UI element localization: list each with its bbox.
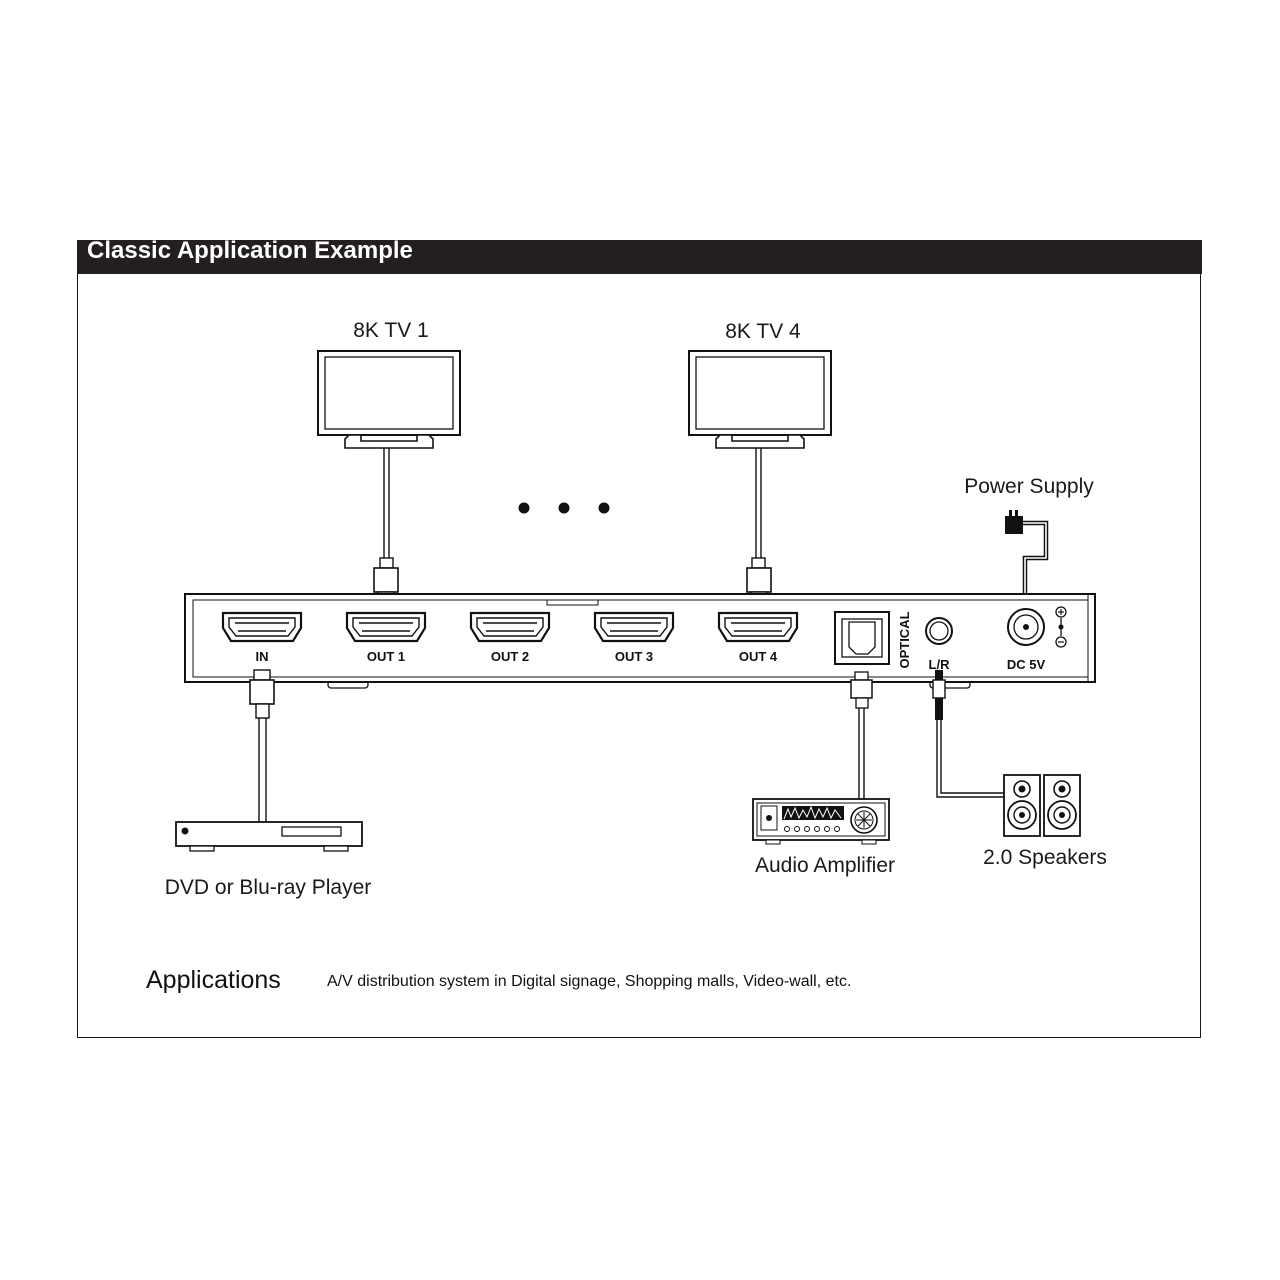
hdmi-cable-out1 — [373, 448, 399, 605]
hdmi-cable-out4 — [746, 448, 772, 605]
port-label-out4: OUT 4 — [739, 649, 778, 664]
speaker-icon — [1003, 774, 1041, 837]
source-label: DVD or Blu-ray Player — [165, 876, 372, 899]
power-supply-label: Power Supply — [964, 475, 1094, 498]
speakers-label: 2.0 Speakers — [983, 846, 1107, 869]
tv-icon — [688, 350, 832, 449]
power-adapter-icon — [1005, 510, 1049, 607]
applications-text: A/V distribution system in Digital signa… — [327, 973, 852, 990]
hdmi-cable-in — [249, 669, 275, 822]
audio-cable — [932, 670, 1004, 798]
dc-power-port — [1007, 608, 1045, 646]
hdmi-out1-port — [345, 611, 427, 643]
optical-cable — [850, 671, 873, 799]
hdmi-out4-port — [717, 611, 799, 643]
amplifier-label: Audio Amplifier — [755, 854, 895, 877]
audio-jack-port — [925, 617, 953, 645]
port-label-out3: OUT 3 — [615, 649, 653, 664]
optical-port — [834, 611, 890, 665]
tv-icon — [317, 350, 461, 449]
port-label-in: IN — [256, 649, 269, 664]
hdmi-out2-port — [469, 611, 551, 643]
port-label-lr: L/R — [929, 657, 951, 672]
diagram-panel — [77, 240, 1201, 1038]
hdmi-in-port — [221, 611, 303, 643]
page-title: Classic Application Example — [87, 237, 413, 264]
port-label-dc: DC 5V — [1007, 657, 1046, 672]
ellipsis-icon — [518, 502, 610, 514]
tv1-label: 8K TV 1 — [353, 319, 429, 342]
audio-amplifier-icon — [752, 798, 890, 845]
hdmi-out3-port — [593, 611, 675, 643]
speaker-icon — [1043, 774, 1081, 837]
port-label-out1: OUT 1 — [367, 649, 405, 664]
header-bar: Classic Application Example — [77, 237, 1202, 274]
applications-heading: Applications — [146, 966, 281, 994]
port-label-optical: OPTICAL — [897, 611, 912, 668]
tv4-label: 8K TV 4 — [725, 320, 801, 343]
blu-ray-player-icon — [175, 821, 363, 852]
port-label-out2: OUT 2 — [491, 649, 529, 664]
polarity-icon — [1055, 606, 1067, 648]
